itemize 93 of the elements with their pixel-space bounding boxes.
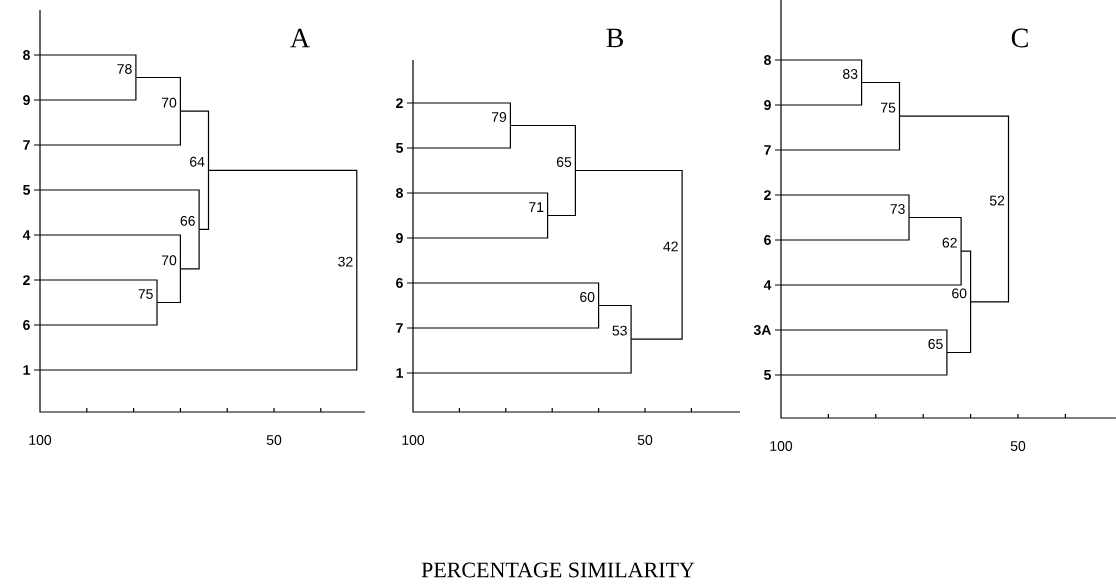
dendrogram-branch: [33, 279, 158, 304]
dendrogram-branch: [861, 81, 901, 117]
dendrogram-branch: [774, 250, 962, 286]
panel-letter: B: [606, 28, 623, 48]
dendrogram-branch: [135, 76, 181, 112]
similarity-value: 75: [881, 102, 896, 113]
similarity-value: 66: [180, 215, 195, 226]
tick-label: 50: [637, 435, 653, 445]
similarity-value: 60: [580, 292, 595, 302]
leaf-label: 8: [396, 188, 403, 198]
leaf-label: 8: [23, 50, 30, 60]
similarity-value: 42: [663, 241, 678, 252]
leaf-label: 2: [764, 190, 771, 200]
dendrogram-branch: [33, 54, 137, 79]
similarity-value: 73: [890, 204, 905, 214]
dendrogram-branch: [630, 254, 683, 340]
dendrogram-branch: [774, 115, 901, 151]
similarity-value: 79: [491, 112, 507, 122]
similarity-value: 62: [942, 237, 957, 248]
leaf-label: 7: [396, 323, 403, 333]
leaf-label: 1: [23, 365, 30, 375]
dendrogram-branch: [574, 169, 683, 256]
dendrogram-branch: [908, 216, 962, 252]
leaf-label: 2: [23, 275, 30, 285]
similarity-value: 70: [161, 255, 177, 266]
dendrogram-branch: [547, 169, 576, 217]
similarity-value: 32: [338, 256, 353, 267]
dendrogram-branch: [406, 214, 549, 239]
similarity-value: 75: [138, 289, 153, 299]
similarity-value: 71: [529, 202, 544, 212]
dendrogram-branch: [198, 169, 210, 230]
similarity-value: 78: [117, 64, 132, 74]
similarity-value: 70: [161, 97, 177, 108]
dendrogram-branch: [406, 192, 549, 217]
tick-label: 100: [402, 435, 425, 445]
leaf-label: 5: [764, 370, 771, 380]
leaf-label: 7: [764, 145, 771, 155]
dendrogram-branch: [774, 216, 910, 241]
dendrogram-branch: [774, 351, 948, 376]
tick-label: 50: [1010, 441, 1026, 451]
leaf-label: 9: [764, 100, 771, 110]
tick-label: 100: [770, 441, 793, 451]
similarity-value: 60: [952, 288, 967, 299]
dendrogram-branch: [33, 110, 181, 146]
leaf-label: 4: [22, 230, 31, 240]
tick-label: 100: [29, 435, 52, 445]
dendrogram-branch: [406, 338, 632, 374]
dendrogram-branch: [207, 169, 358, 271]
leaf-label: 7: [23, 140, 30, 150]
dendrogram-branch: [598, 304, 632, 340]
dendrogram-branch: [33, 76, 137, 101]
leaf-label: 5: [396, 143, 403, 153]
dendrogram-branch: [179, 228, 200, 270]
dendrogram-branch: [970, 208, 1010, 303]
dendrogram-branch: [33, 234, 181, 270]
dendrogram-branch: [33, 269, 358, 371]
panel-letter: A: [290, 28, 310, 48]
leaf-label: 3A: [753, 325, 771, 335]
similarity-value: 53: [612, 325, 627, 336]
dendrogram-branch: [898, 115, 1010, 210]
dendrogram-branch: [406, 282, 600, 307]
dendrogram-branch: [774, 59, 863, 84]
dendrogram-branch: [406, 124, 511, 149]
dendrogram-branch: [33, 189, 200, 230]
leaf-label: 6: [764, 235, 771, 245]
dendrogram-branch: [774, 194, 910, 219]
leaf-label: 1: [396, 368, 403, 378]
dendrogram-branch: [179, 110, 210, 171]
similarity-value: 65: [556, 157, 572, 167]
dendrogram-branch: [33, 301, 158, 326]
leaf-label: 4: [763, 280, 772, 290]
similarity-value: 65: [928, 339, 943, 349]
leaf-label: 9: [23, 95, 30, 105]
leaf-label: 6: [23, 320, 30, 330]
dendrogram-branch: [774, 81, 863, 106]
similarity-value: 52: [989, 195, 1005, 206]
dendrogram-branch: [406, 102, 511, 127]
tick-label: 50: [266, 435, 282, 445]
dendrogram-branch: [406, 304, 600, 329]
panel-letter: C: [1011, 28, 1028, 48]
leaf-label: 9: [396, 233, 403, 243]
similarity-value: 83: [843, 69, 858, 79]
dendrogram-branch: [509, 124, 576, 172]
dendrogram-branch: [960, 250, 972, 303]
dendrogram-branch: [946, 301, 972, 354]
leaf-label: 5: [23, 185, 30, 195]
axis-title: PERCENTAGE SIMILARITY: [421, 562, 695, 578]
dendrogram-branch: [156, 268, 181, 304]
leaf-label: 8: [764, 55, 771, 65]
leaf-label: 6: [396, 278, 403, 288]
similarity-value: 64: [190, 156, 205, 167]
dendrogram-branch: [774, 329, 948, 354]
leaf-label: 2: [396, 98, 403, 108]
